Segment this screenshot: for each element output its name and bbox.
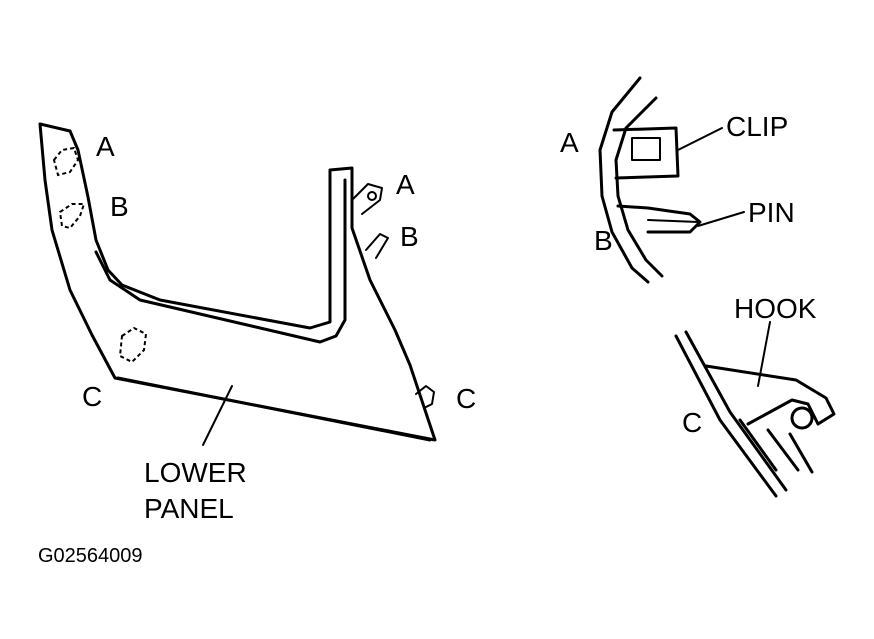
clip-window	[631, 137, 661, 161]
bracket-tab-b	[365, 233, 389, 259]
hook-detail	[674, 321, 836, 498]
label-hook: HOOK	[734, 293, 817, 324]
panel-bottom-edge	[116, 376, 432, 442]
bracket-tab-a	[351, 183, 383, 215]
lower-panel-drawing	[38, 122, 437, 446]
clip-leader	[677, 127, 723, 151]
label-detail-a: A	[560, 127, 579, 158]
clip-body	[612, 126, 680, 180]
pin-shaft	[647, 219, 699, 223]
hook-leader	[757, 321, 771, 387]
label-lower-panel-line1: LOWER	[144, 457, 247, 488]
hook-panel-outer	[674, 334, 778, 498]
label-pin: PIN	[748, 197, 795, 228]
detail-ab-panel-inner	[614, 96, 664, 278]
label-panel-c-left: C	[82, 381, 102, 412]
label-bracket-b: B	[400, 221, 419, 252]
dashed-clip-a	[52, 146, 80, 177]
pin-body	[616, 204, 702, 234]
panel-inner-edge	[94, 178, 347, 344]
hook-bracket	[704, 364, 836, 426]
label-clip: CLIP	[726, 111, 788, 142]
hook-legs	[738, 418, 814, 474]
label-panel-c-right: C	[456, 383, 476, 414]
label-panel-a: A	[96, 131, 115, 162]
bracket-hook-c	[415, 385, 435, 409]
clip-pin-detail	[598, 76, 745, 284]
label-detail-c: C	[682, 407, 702, 438]
label-bracket-a: A	[396, 169, 415, 200]
bracket-tab-a-hole	[367, 191, 377, 201]
lower-panel-outline	[38, 122, 437, 442]
hook-pin-circle	[790, 406, 814, 430]
lower-panel-leader	[202, 385, 233, 446]
label-panel-b: B	[110, 191, 129, 222]
dashed-clip-b	[58, 203, 86, 230]
pin-leader	[697, 211, 745, 227]
dashed-clip-c	[118, 326, 148, 364]
figure-code: G02564009	[38, 545, 143, 567]
hook-panel-inner	[684, 330, 788, 492]
detail-ab-panel-outer	[598, 76, 650, 284]
label-detail-b: B	[594, 225, 613, 256]
label-lower-panel-line2: PANEL	[144, 493, 234, 524]
